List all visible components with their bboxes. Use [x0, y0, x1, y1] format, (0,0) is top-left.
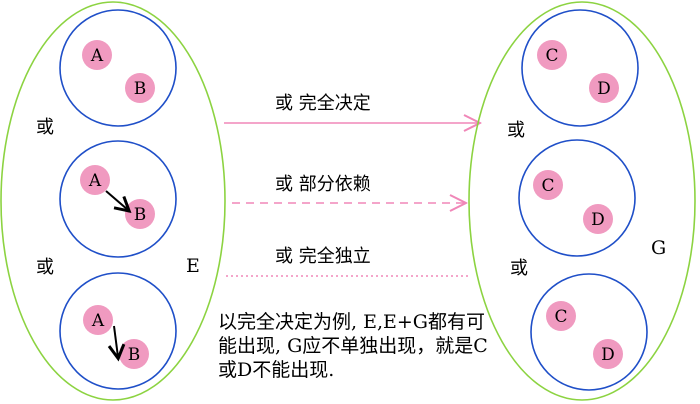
node-b-label: B: [128, 345, 141, 365]
node-b: [125, 73, 155, 103]
relations: 或 完全决定 或 部分依赖 或 完全独立: [224, 93, 480, 277]
g-case-circle-1: C D: [521, 9, 639, 127]
case-circle: [521, 9, 639, 127]
node-b-label: B: [134, 79, 147, 99]
set-e: A B A B A B 或 或 E: [0, 1, 226, 401]
g-case-circle-3: C D: [530, 273, 648, 391]
case-circle: [59, 140, 177, 258]
set-g-boundary: [468, 1, 696, 401]
g-case-circle-2: C D: [518, 139, 636, 257]
node-a: [82, 40, 112, 70]
node-a-label: A: [91, 311, 105, 331]
node-d: [593, 339, 623, 369]
node-c: [533, 170, 563, 200]
e-case-circle-3: A B: [59, 272, 177, 390]
node-d: [589, 73, 619, 103]
or-label: 或: [510, 258, 528, 279]
case-circle: [530, 273, 648, 391]
case-circle: [59, 9, 177, 127]
node-b: [125, 199, 155, 229]
set-g: C D C D C D 或 或 G: [468, 1, 696, 401]
node-c-label: C: [541, 176, 554, 196]
case-circle: [518, 139, 636, 257]
node-d-label: D: [591, 210, 605, 230]
node-c: [537, 40, 567, 70]
node-b-label: B: [134, 205, 147, 225]
node-d-label: D: [597, 79, 611, 99]
node-d: [583, 204, 613, 234]
node-c-label: C: [554, 307, 567, 327]
e-case-circle-1: A B: [59, 9, 177, 127]
relation-label-partial: 或 部分依赖: [275, 174, 371, 195]
node-a: [83, 305, 113, 335]
node-a-label: A: [88, 171, 102, 191]
node-c-label: C: [545, 46, 558, 66]
node-c: [546, 301, 576, 331]
or-label: 或: [36, 117, 54, 138]
explanation-note: 以完全决定为例, E,E+G都有可能出现, G应不单独出现，就是C或D不能出现.: [218, 311, 488, 381]
node-a: [80, 165, 110, 195]
relation-label-independent: 或 完全独立: [275, 246, 371, 267]
relation-label-determine: 或 完全决定: [275, 93, 371, 114]
dependency-arrow: [114, 325, 118, 357]
e-case-circle-2: A B: [59, 140, 177, 258]
node-b: [119, 339, 149, 369]
case-circle: [59, 272, 177, 390]
or-label: 或: [36, 257, 54, 278]
set-e-boundary: [0, 1, 226, 401]
or-label: 或: [507, 120, 525, 141]
node-d-label: D: [601, 345, 615, 365]
set-g-label: G: [651, 237, 666, 259]
node-a-label: A: [90, 46, 104, 66]
dependency-arrow: [105, 190, 128, 210]
set-e-label: E: [186, 255, 200, 277]
